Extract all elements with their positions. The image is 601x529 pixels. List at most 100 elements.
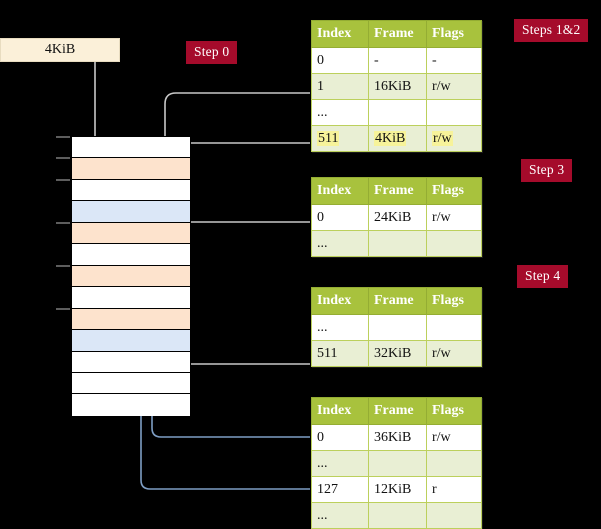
step-0-badge: Step 0 bbox=[186, 41, 238, 64]
cell-flags bbox=[426, 450, 482, 477]
cell-index: ... bbox=[311, 314, 369, 341]
step-3-badge: Step 3 bbox=[521, 159, 573, 182]
memory-frame-row bbox=[56, 157, 190, 180]
cell-flags: r bbox=[426, 476, 482, 503]
table-row: ... bbox=[311, 502, 482, 529]
memory-frame-row bbox=[56, 178, 190, 202]
column-header-flags: Flags bbox=[426, 397, 482, 425]
cell-frame bbox=[368, 230, 427, 257]
cell-frame bbox=[368, 502, 427, 529]
steps-1-2-badge: Steps 1&2 bbox=[514, 19, 589, 42]
step-0-label: Step 0 bbox=[194, 44, 230, 59]
cell-flags: r/w bbox=[426, 424, 482, 451]
steps-1-2-label: Steps 1&2 bbox=[522, 22, 581, 37]
table-row: 0-- bbox=[311, 47, 482, 74]
memory-frame-row bbox=[72, 201, 190, 223]
cell-index: ... bbox=[311, 450, 369, 477]
cell-index: 127 bbox=[311, 476, 369, 503]
highlighted-value: 4KiB bbox=[374, 130, 407, 146]
virtual-address-box: 4KiB bbox=[0, 38, 120, 62]
column-header-index: Index bbox=[311, 20, 369, 48]
column-header-index: Index bbox=[311, 397, 369, 425]
table-row: ... bbox=[311, 230, 482, 257]
memory-frame-row bbox=[72, 394, 190, 416]
cell-index: 0 bbox=[311, 47, 369, 74]
column-header-flags: Flags bbox=[426, 20, 482, 48]
cell-index: ... bbox=[311, 230, 369, 257]
cell-frame: 32KiB bbox=[368, 340, 427, 367]
memory-frame-row bbox=[56, 264, 190, 288]
cell-frame: 36KiB bbox=[368, 424, 427, 451]
cell-flags: r/w bbox=[426, 204, 482, 231]
table-row: ... bbox=[311, 450, 482, 477]
cell-index: 0 bbox=[311, 204, 369, 231]
cell-frame: 16KiB bbox=[368, 73, 427, 100]
cell-frame: 4KiB bbox=[368, 125, 427, 152]
cell-flags bbox=[426, 502, 482, 529]
cell-index: 511 bbox=[311, 125, 369, 152]
cell-index: ... bbox=[311, 99, 369, 126]
column-header-flags: Flags bbox=[426, 177, 482, 205]
table-row: ... bbox=[311, 99, 482, 126]
cell-flags: - bbox=[426, 47, 482, 74]
memory-frame-tick bbox=[56, 264, 70, 267]
memory-frame-row bbox=[56, 307, 190, 331]
highlighted-value: r/w bbox=[432, 130, 453, 146]
cell-flags: r/w bbox=[426, 73, 482, 100]
memory-frame-row bbox=[72, 372, 190, 395]
cell-flags: r/w bbox=[426, 340, 482, 367]
memory-frame-tick bbox=[56, 178, 70, 181]
memory-frame-tick bbox=[56, 307, 70, 310]
cell-frame bbox=[368, 450, 427, 477]
column-header-frame: Frame bbox=[368, 20, 427, 48]
memory-frame-row bbox=[72, 244, 190, 266]
memory-frame-row bbox=[56, 221, 190, 245]
column-header-index: Index bbox=[311, 177, 369, 205]
memory-frame-tick bbox=[56, 136, 70, 138]
memory-frame-tick bbox=[56, 157, 70, 160]
cell-flags bbox=[426, 99, 482, 126]
cell-frame: 12KiB bbox=[368, 476, 427, 503]
physical-memory-column bbox=[56, 136, 191, 416]
step-4-label: Step 4 bbox=[525, 268, 561, 283]
cell-frame: 24KiB bbox=[368, 204, 427, 231]
memory-frame-row bbox=[72, 330, 190, 352]
cell-flags bbox=[426, 314, 482, 341]
step-4-badge: Step 4 bbox=[517, 265, 569, 288]
cell-frame bbox=[368, 99, 427, 126]
cell-frame bbox=[368, 314, 427, 341]
memory-frame-row bbox=[72, 287, 190, 309]
cell-frame: - bbox=[368, 47, 427, 74]
column-header-frame: Frame bbox=[368, 397, 427, 425]
cell-index: ... bbox=[311, 502, 369, 529]
cell-index: 0 bbox=[311, 424, 369, 451]
table-row: 511 4KiB r/w bbox=[311, 125, 482, 152]
memory-frame-row bbox=[72, 351, 190, 373]
cell-flags: r/w bbox=[426, 125, 482, 152]
highlighted-value: 511 bbox=[317, 130, 340, 146]
column-header-frame: Frame bbox=[368, 287, 427, 315]
column-header-index: Index bbox=[311, 287, 369, 315]
cell-index: 1 bbox=[311, 73, 369, 100]
virtual-address-value: 4KiB bbox=[44, 42, 76, 57]
column-header-flags: Flags bbox=[426, 287, 482, 315]
step-3-label: Step 3 bbox=[529, 162, 565, 177]
column-header-frame: Frame bbox=[368, 177, 427, 205]
table-row: ... bbox=[311, 314, 482, 341]
memory-frame-row bbox=[56, 136, 190, 159]
cell-flags bbox=[426, 230, 482, 257]
